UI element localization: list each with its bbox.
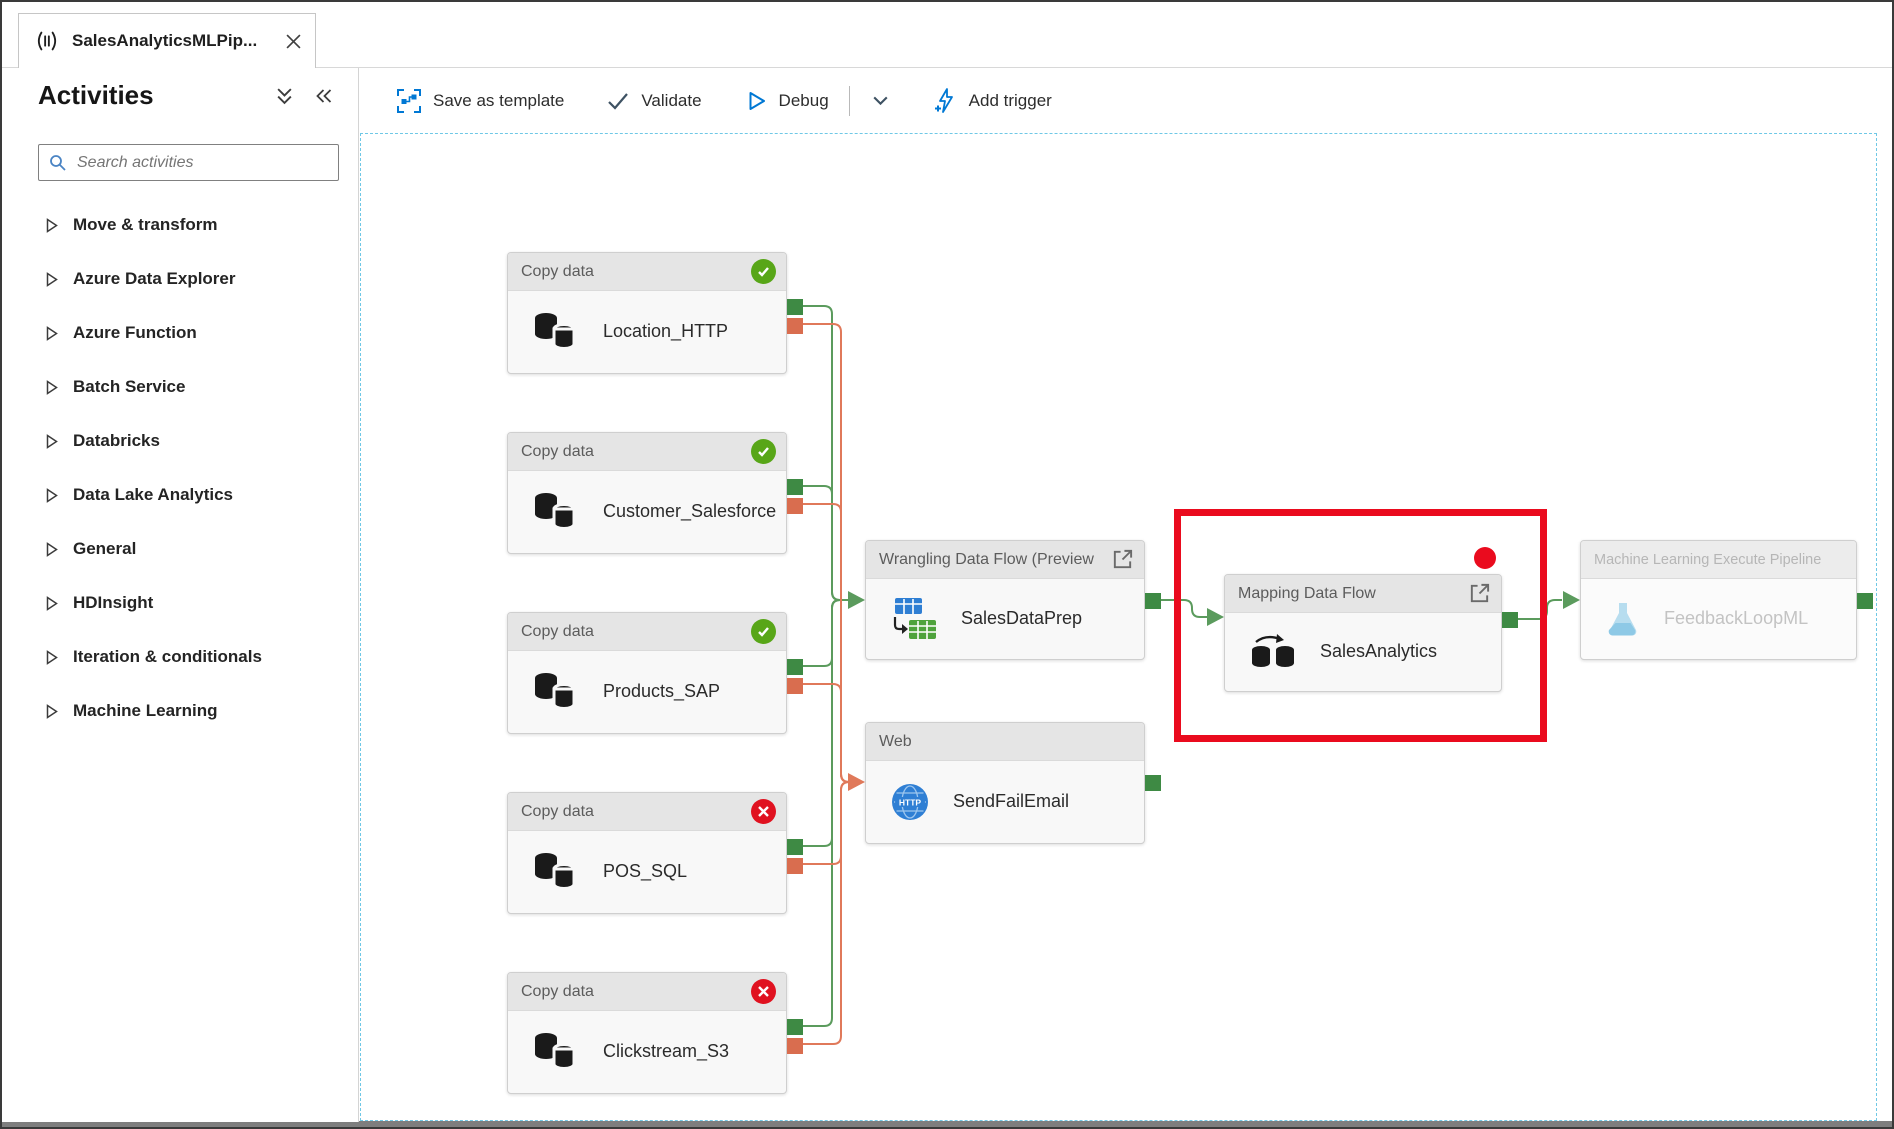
toolbar-divider [848, 85, 850, 116]
activity-category-list: Move & transform Azure Data Explorer Azu… [2, 198, 358, 738]
trigger-lightning-icon [933, 87, 958, 114]
wrangling-data-flow-icon [891, 597, 937, 641]
expand-arrow-icon [46, 487, 58, 503]
node-header: Copy data [508, 793, 786, 831]
activity-node-salesanalytics[interactable]: Mapping Data Flow SalesAnalytics [1224, 574, 1518, 692]
copy-data-icon [533, 491, 579, 533]
category-hdinsight[interactable]: HDInsight [2, 576, 358, 630]
success-output-port[interactable] [1502, 612, 1518, 628]
search-icon [49, 154, 66, 171]
node-header: Wrangling Data Flow (Preview [866, 541, 1144, 579]
check-icon [606, 89, 630, 113]
node-header: Web [866, 723, 1144, 761]
expand-arrow-icon [46, 433, 58, 449]
category-data-lake-analytics[interactable]: Data Lake Analytics [2, 468, 358, 522]
category-general[interactable]: General [2, 522, 358, 576]
node-header: Copy data [508, 613, 786, 651]
category-azure-data-explorer[interactable]: Azure Data Explorer [2, 252, 358, 306]
copy-data-icon [533, 671, 579, 713]
activity-node-feedbackloopml[interactable]: Machine Learning Execute Pipeline Feedba… [1580, 540, 1873, 660]
success-output-port[interactable] [787, 659, 803, 675]
chevron-down-icon[interactable] [870, 90, 891, 111]
activity-node-pos-sql[interactable]: Copy data POS_SQL [507, 792, 803, 914]
expand-arrow-icon [46, 325, 58, 341]
category-machine-learning[interactable]: Machine Learning [2, 684, 358, 738]
add-trigger-button[interactable]: Add trigger [933, 87, 1052, 114]
save-as-template-button[interactable]: Save as template [396, 88, 564, 114]
collapse-panel-icon[interactable] [315, 88, 334, 104]
expand-arrow-icon [46, 379, 58, 395]
debug-button[interactable]: Debug [744, 89, 829, 113]
pipeline-toolbar: Save as template Validate Debug [360, 68, 1892, 133]
mapping-data-flow-icon [1250, 633, 1296, 671]
validate-button[interactable]: Validate [606, 89, 702, 113]
copy-data-icon [533, 851, 579, 893]
category-iteration-conditionals[interactable]: Iteration & conditionals [2, 630, 358, 684]
success-output-port[interactable] [787, 479, 803, 495]
node-header: Machine Learning Execute Pipeline [1581, 541, 1856, 579]
web-http-icon: HTTP [891, 783, 929, 821]
open-in-new-icon[interactable] [1468, 582, 1491, 605]
svg-text:HTTP: HTTP [899, 797, 922, 807]
play-icon [744, 89, 768, 113]
activity-node-clickstream-s3[interactable]: Copy data Clickstream_S3 [507, 972, 803, 1094]
status-badge [751, 619, 776, 644]
activity-node-salesdataprep[interactable]: Wrangling Data Flow (Preview SalesDataPr… [865, 540, 1161, 660]
success-output-port[interactable] [1145, 593, 1161, 609]
tab-title: SalesAnalyticsMLPip... [72, 31, 258, 50]
status-badge [751, 979, 776, 1004]
node-header: Mapping Data Flow [1225, 575, 1501, 613]
expand-arrow-icon [46, 649, 58, 665]
pipeline-icon [33, 30, 61, 52]
status-badge [751, 439, 776, 464]
highlight-annotation-dot [1474, 547, 1496, 569]
category-batch-service[interactable]: Batch Service [2, 360, 358, 414]
copy-data-icon [533, 311, 579, 353]
expand-arrow-icon [46, 541, 58, 557]
copy-data-icon [533, 1031, 579, 1073]
status-badge [751, 799, 776, 824]
success-output-port[interactable] [787, 299, 803, 315]
success-output-port[interactable] [1145, 775, 1161, 791]
node-header: Copy data [508, 433, 786, 471]
expand-arrow-icon [46, 595, 58, 611]
category-azure-function[interactable]: Azure Function [2, 306, 358, 360]
search-activities-box[interactable] [38, 144, 339, 181]
close-icon[interactable] [286, 33, 301, 49]
activity-node-customer-salesforce[interactable]: Copy data Customer_Salesforce [507, 432, 803, 554]
success-output-port[interactable] [1857, 593, 1873, 609]
expand-arrow-icon [46, 703, 58, 719]
success-output-port[interactable] [787, 1019, 803, 1035]
success-output-port[interactable] [787, 839, 803, 855]
machine-learning-flask-icon [1606, 601, 1640, 637]
failure-output-port[interactable] [787, 318, 803, 334]
activity-node-location-http[interactable]: Copy data Location_HTTP [507, 252, 803, 374]
search-input[interactable] [75, 152, 328, 173]
category-databricks[interactable]: Databricks [2, 414, 358, 468]
node-header: Copy data [508, 253, 786, 291]
activities-title: Activities [38, 80, 154, 110]
template-icon [396, 88, 422, 114]
open-in-new-icon[interactable] [1111, 548, 1134, 571]
window-bottom-bar [2, 1121, 1892, 1127]
activity-node-products-sap[interactable]: Copy data Products_SAP [507, 612, 803, 734]
pipeline-tab[interactable]: SalesAnalyticsMLPip... [18, 13, 316, 68]
tabstrip-divider [2, 67, 1892, 68]
failure-output-port[interactable] [787, 498, 803, 514]
category-move-transform[interactable]: Move & transform [2, 198, 358, 252]
failure-output-port[interactable] [787, 1038, 803, 1054]
expand-arrow-icon [46, 271, 58, 287]
activities-panel: Activities Mo [2, 68, 359, 1122]
node-header: Copy data [508, 973, 786, 1011]
activity-node-sendfailemail[interactable]: Web HTTP SendFailEmail [865, 722, 1161, 844]
failure-output-port[interactable] [787, 858, 803, 874]
expand-arrow-icon [46, 217, 58, 233]
status-badge [751, 259, 776, 284]
collapse-all-icon[interactable] [276, 87, 293, 105]
failure-output-port[interactable] [787, 678, 803, 694]
